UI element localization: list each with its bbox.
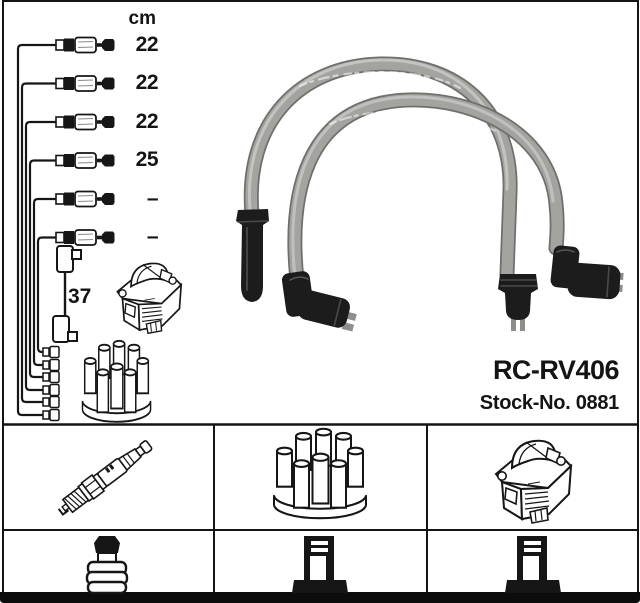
wire-row [20,75,116,409]
cable-length-value: – [146,225,159,248]
coil-cable-schematic [52,245,82,343]
distributor-terminal-icon [505,536,561,593]
spark-plug-icon [57,440,153,516]
stock-number: Stock-No. 0881 [479,392,620,414]
distributor-terminal-icon [292,536,348,593]
straight-boot-left [236,209,269,302]
cable-schematic [16,36,183,423]
ignition-coil-drawing [116,262,183,335]
wire-row [32,190,116,372]
bottom-bar [0,592,640,603]
plug-terminal-boot-icon [85,536,129,595]
distributor-cap-drawing [81,339,152,423]
cables-photo [236,56,624,332]
cable-length-value: – [146,187,159,210]
elbow-boot-right [550,245,624,300]
wire-row [28,152,116,384]
elbow-boot-left [281,271,357,332]
legend-table [3,423,638,595]
cable-length-value: 25 [135,148,159,171]
cable-length-value: 22 [135,71,159,94]
wire-row [16,36,116,422]
part-number: RC-RV406 [492,355,620,385]
distributor-cap-icon [272,427,368,520]
cable-length-value: 22 [135,110,159,133]
wire-row [24,113,116,397]
straight-boot-right [498,274,538,331]
ignition-coil-icon [495,439,572,524]
wire-row [36,229,116,359]
cable-print [298,70,462,90]
cable-length-value: 22 [135,33,159,56]
cable-print [328,110,500,134]
coil-cable-length: 37 [68,285,92,308]
unit-header: cm [128,8,156,29]
